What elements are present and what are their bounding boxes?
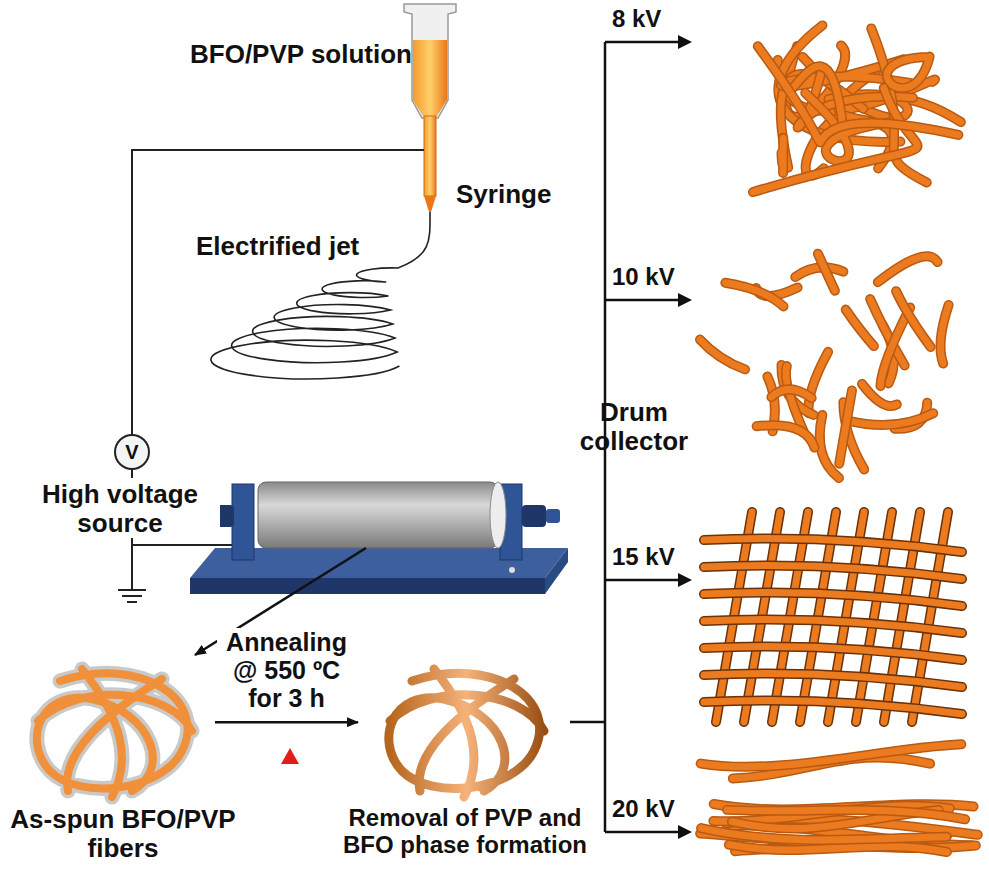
- text-label: Syringe: [456, 180, 551, 209]
- text-label: BFO/PVP solution: [190, 40, 412, 69]
- node-label: Drum collector: [564, 398, 704, 456]
- edge-label: Annealing @ 550 ºC for 3 h: [217, 628, 357, 712]
- text-label: Electrified jet: [196, 232, 359, 261]
- drum-collector: [190, 482, 568, 594]
- node-label: As-spun BFO/PVP fibers: [7, 805, 239, 863]
- process-arrow: [215, 721, 358, 724]
- fiber-illustration: [20, 659, 220, 809]
- fiber-node: As-spun BFO/PVP fibers: [15, 655, 215, 865]
- syringe: [404, 4, 456, 212]
- symbol-letter: V: [125, 441, 138, 463]
- heat-symbol: [281, 748, 299, 764]
- fiber-illustration: [372, 659, 572, 809]
- fiber-node: Drum collector: [258, 482, 498, 548]
- voltmeter-symbol: V: [114, 434, 150, 470]
- fiber-mats: [700, 25, 978, 852]
- node-label: Removal of PVP and BFO phase formation: [334, 805, 596, 859]
- text-label: 20 kV: [612, 796, 675, 823]
- fiber-node: Removal of PVP and BFO phase formation: [358, 655, 570, 865]
- text-label: 15 kV: [612, 544, 675, 571]
- text-label: 8 kV: [612, 6, 661, 33]
- text-label: High voltage source: [20, 480, 220, 538]
- text-label: 10 kV: [612, 264, 675, 291]
